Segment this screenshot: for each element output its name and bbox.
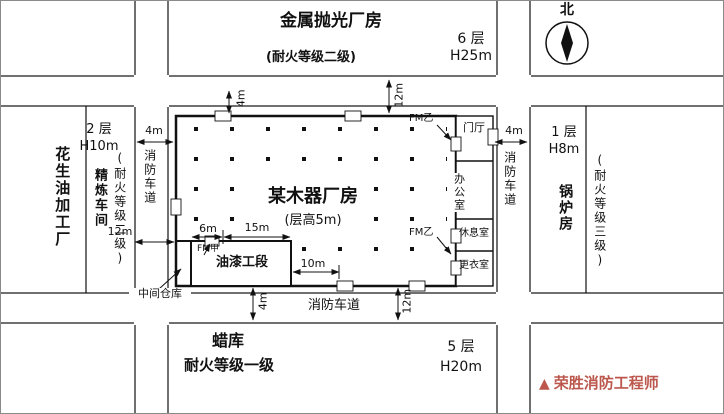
door-fm-yi-bottom-label: FM乙 [409, 227, 434, 238]
rest-room-label: 休息室 [459, 228, 489, 239]
compass-label: 北 [560, 2, 574, 18]
paint-section-label: 油漆工段 [215, 255, 268, 270]
entrance-hall-label: 门厅 [463, 121, 485, 134]
dim-west-12m: 12m [107, 225, 133, 238]
road-east-label: 消防车道 [502, 151, 517, 207]
road-north [1, 75, 723, 107]
road-west-label: 消防车道 [142, 149, 157, 205]
road-south-label: 消防车道 [307, 298, 360, 313]
watermark: ▲ 荣胜消防工程师 [539, 374, 659, 392]
dim-west-4m: 4m [145, 124, 163, 137]
plot-boundaries [85, 106, 587, 293]
intermediate-warehouse-label: 中间仓库 [129, 287, 191, 301]
flame-logo-icon: ▲ [539, 375, 550, 392]
main-building-name: 某木器厂房 [253, 186, 373, 208]
north-building-floors: 6 层 [457, 31, 485, 47]
dim-south-12m: 12m [400, 288, 414, 314]
north-building-fire-rating: (耐火等级二级) [266, 50, 356, 65]
doors [170, 110, 499, 292]
changing-room-label: 更衣室 [459, 260, 489, 271]
north-compass-icon [545, 21, 589, 65]
road-south [1, 292, 723, 324]
east-height: H8m [548, 142, 580, 157]
east-fire-rating: (耐火等级三级) [592, 153, 607, 269]
west-fire-rating: (耐火等级二级) [112, 151, 127, 267]
door-fm-yi-top-label: FM乙 [409, 113, 434, 124]
door-fm-jia-label: FM甲 [197, 244, 219, 254]
west-floors: 2 层 [86, 122, 112, 137]
dim-top-4m: 4m [234, 89, 248, 108]
dim-east-4m: 4m [505, 124, 523, 137]
dim-top-12m: 12m [392, 82, 406, 108]
north-building-height: H25m [450, 48, 492, 64]
west-factory-name: 花生油加工厂 [53, 146, 72, 248]
dim-paint-15m: 15m [244, 221, 270, 234]
west-workshop-name: 精炼车间 [91, 168, 107, 228]
dim-paint-6m: 6m [199, 222, 217, 235]
dim-paint-10m: 10m [300, 257, 326, 270]
leader-lines [158, 124, 452, 290]
east-boiler-name: 锅炉房 [557, 184, 574, 232]
north-building-name: 金属抛光厂房 [280, 11, 382, 31]
south-building-name: 蜡库 [211, 331, 244, 350]
south-building-height: H20m [440, 359, 482, 375]
east-floors: 1 层 [551, 125, 577, 140]
west-height: H10m [79, 139, 119, 154]
dimension-lines [134, 79, 528, 321]
south-building-fire-rating: 耐火等级一级 [183, 356, 274, 374]
road-west [134, 1, 169, 413]
south-building-floors: 5 层 [447, 339, 475, 355]
road-east [496, 1, 531, 413]
dim-south-4m: 4m [256, 292, 270, 311]
main-building-note: (层高5m) [263, 213, 363, 229]
watermark-text: 荣胜消防工程师 [553, 374, 659, 392]
office-label: 办公室 [450, 173, 467, 212]
